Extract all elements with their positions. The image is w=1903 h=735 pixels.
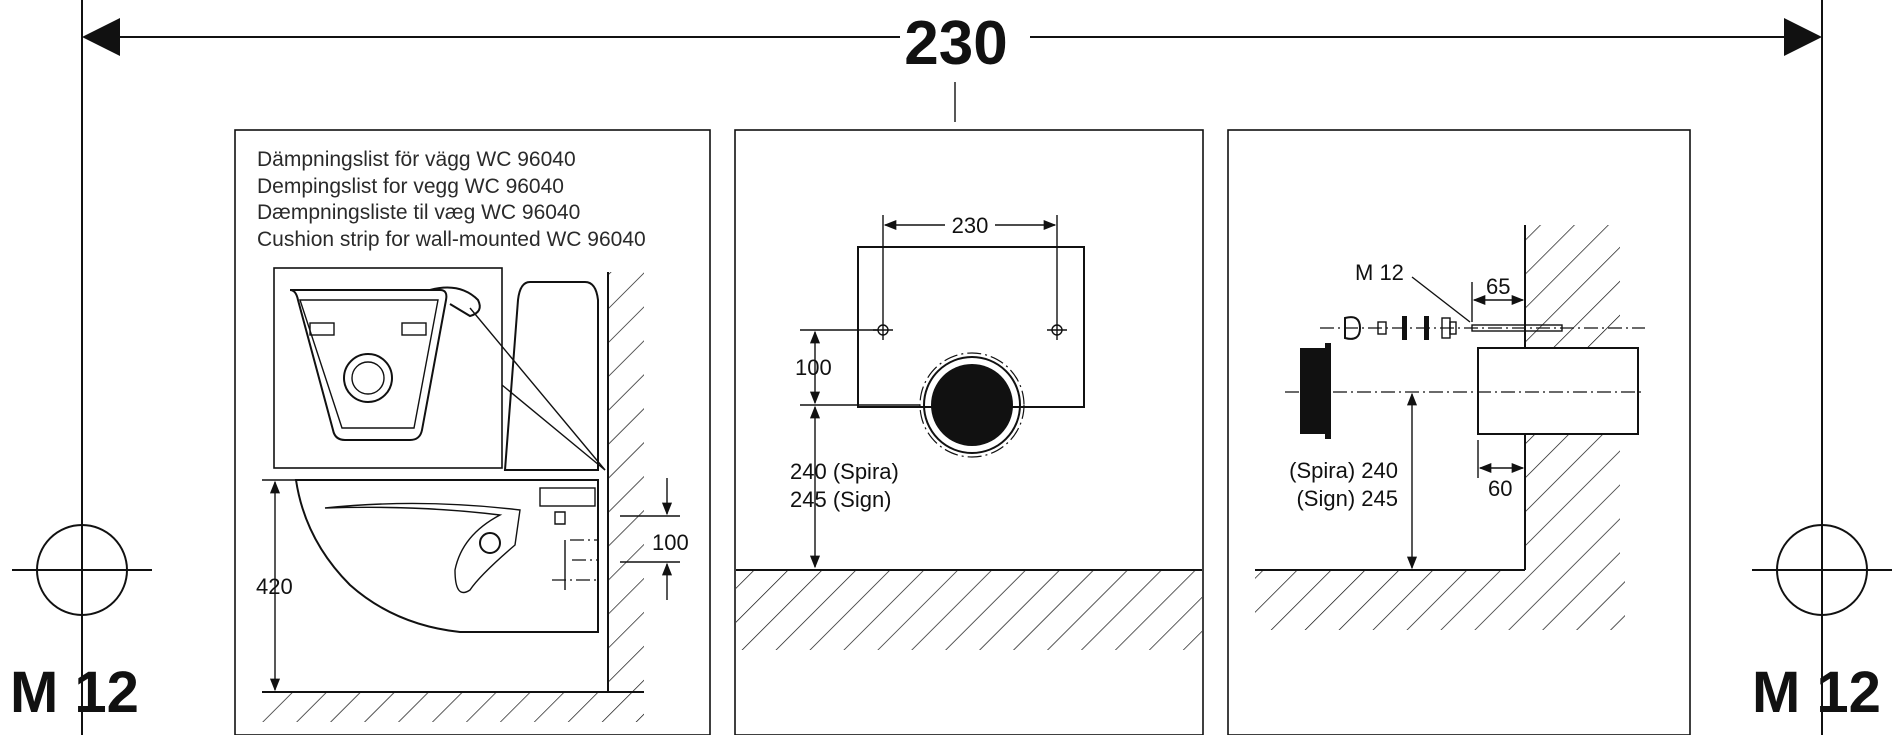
caption-danish: Dæmpningsliste til væg WC 96040: [257, 201, 580, 224]
caption-norwegian: Dempingslist for vegg WC 96040: [257, 175, 564, 198]
plate-spacing-label-100: 100: [795, 355, 832, 380]
pipe-height-label-100: 100: [652, 530, 689, 555]
pipe-height-label-sign: 245 (Sign): [790, 487, 892, 512]
pipe-height-label-spira: 240 (Spira): [790, 459, 899, 484]
bolt-label-left: M 12: [10, 660, 139, 725]
caption-english: Cushion strip for wall-mounted WC 96040: [257, 228, 646, 251]
bolt-depth-label-65: 65: [1486, 274, 1510, 299]
bolt-label-section: M 12: [1355, 260, 1404, 285]
section-height-label-sign: (Sign) 245: [1296, 486, 1398, 511]
bolt-symbol-right: [1752, 524, 1892, 616]
bolt-symbol-left: [12, 524, 152, 616]
bolt-label-right: M 12: [1752, 660, 1881, 725]
pipe-offset-label-60: 60: [1488, 476, 1512, 501]
panel-section-view: [1227, 129, 1691, 735]
bolt-spacing-label-230: 230: [952, 213, 989, 238]
panel-side-view: [234, 129, 711, 735]
panel-front-view: [734, 129, 1204, 735]
caption-swedish: Dämpningslist för vägg WC 96040: [257, 148, 576, 171]
section-height-label-spira: (Spira) 240: [1289, 458, 1398, 483]
height-label-420: 420: [256, 574, 293, 599]
top-dimension-label: 230: [904, 9, 1007, 78]
top-dimension-line: [81, 0, 1823, 735]
